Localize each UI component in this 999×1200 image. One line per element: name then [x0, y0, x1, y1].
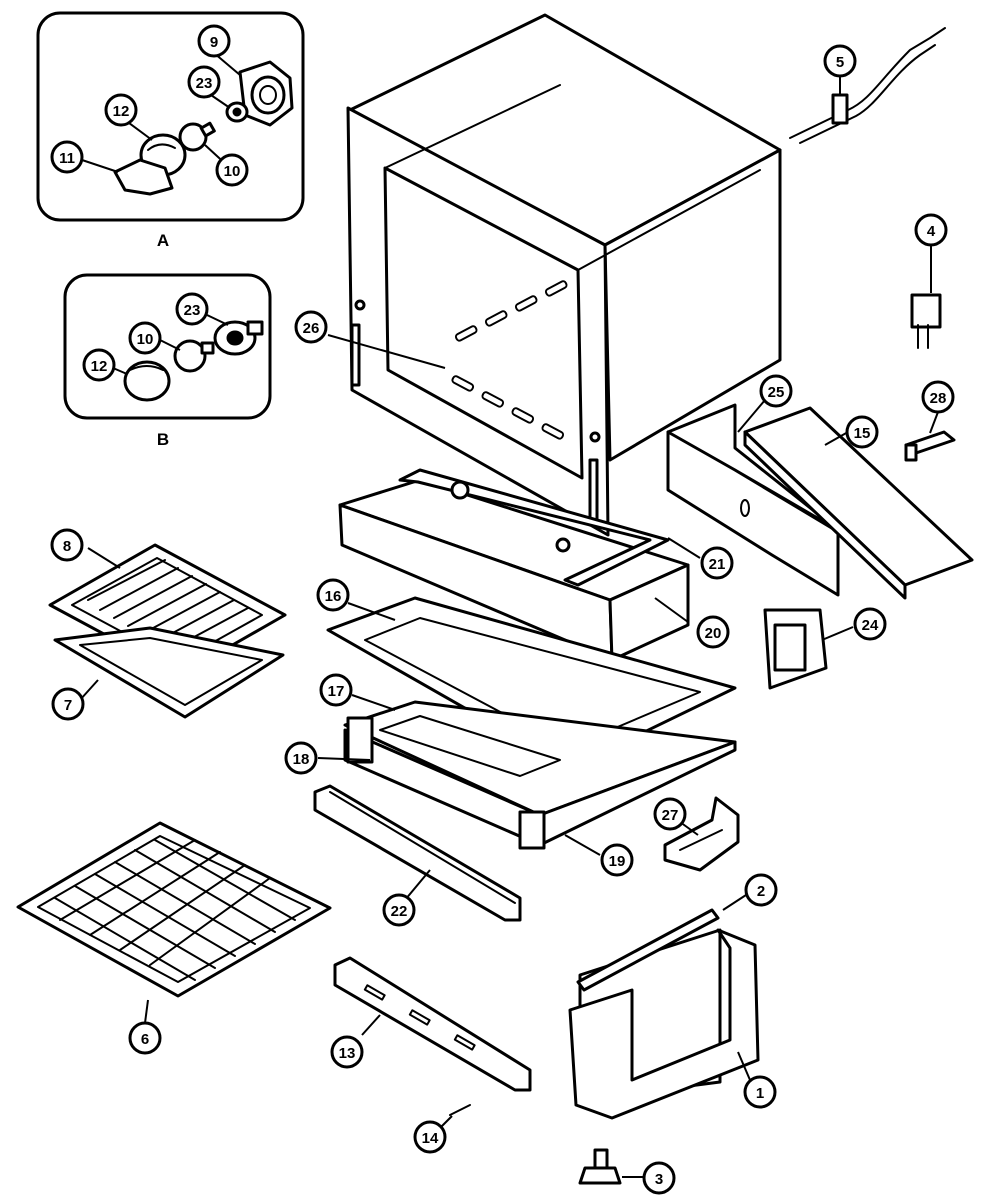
- svg-text:15: 15: [854, 425, 871, 442]
- drawer-slide: [333, 956, 532, 1092]
- callout-14[interactable]: 14: [413, 1120, 447, 1154]
- callout-11[interactable]: 11: [50, 140, 84, 174]
- oven-rack: [16, 821, 332, 1024]
- svg-text:3: 3: [655, 1171, 663, 1188]
- lamp-socket-a: [225, 101, 249, 123]
- bottom-bracket: [398, 468, 701, 587]
- light-bulb-b: [173, 339, 215, 373]
- oven-sensor: [789, 27, 946, 144]
- callout-6[interactable]: 6: [128, 1021, 162, 1055]
- svg-text:21: 21: [709, 556, 726, 573]
- callout-7[interactable]: 7: [51, 687, 85, 721]
- svg-text:16: 16: [325, 588, 342, 605]
- svg-text:17: 17: [328, 683, 345, 700]
- callout-5[interactable]: 5: [823, 44, 857, 78]
- callout-22[interactable]: 22: [382, 893, 416, 927]
- svg-text:7: 7: [64, 697, 72, 714]
- callout-24[interactable]: 24: [853, 607, 887, 641]
- callout-8[interactable]: 8: [50, 528, 84, 562]
- svg-text:13: 13: [339, 1045, 356, 1062]
- rear-frame: [568, 928, 760, 1120]
- callout-3[interactable]: 3: [642, 1161, 676, 1195]
- callout-15[interactable]: 15: [845, 415, 879, 449]
- svg-text:27: 27: [662, 807, 679, 824]
- light-bulb-a: [178, 121, 216, 152]
- corner-bracket: [663, 796, 740, 872]
- lamp-lens-b: [123, 360, 171, 402]
- inset-b: B: [63, 273, 272, 449]
- callout-13[interactable]: 13: [330, 1035, 364, 1069]
- inset-a-label: A: [157, 231, 169, 250]
- svg-text:23: 23: [184, 302, 201, 319]
- svg-text:12: 12: [91, 358, 108, 375]
- svg-text:23: 23: [196, 75, 213, 92]
- broiler-drawer-assembly: [317, 694, 737, 856]
- callout-23-a[interactable]: 23: [187, 65, 221, 99]
- callout-23-b[interactable]: 23: [175, 292, 209, 326]
- svg-text:6: 6: [141, 1031, 149, 1048]
- svg-text:11: 11: [59, 150, 75, 167]
- callout-28[interactable]: 28: [921, 380, 955, 414]
- svg-text:12: 12: [113, 103, 130, 120]
- svg-text:5: 5: [836, 54, 844, 71]
- callout-4[interactable]: 4: [914, 213, 948, 247]
- support-rail: [576, 894, 747, 992]
- svg-text:26: 26: [303, 320, 320, 337]
- callout-20[interactable]: 20: [696, 615, 730, 649]
- callout-9[interactable]: 9: [197, 24, 231, 58]
- svg-text:24: 24: [862, 617, 879, 634]
- callout-18[interactable]: 18: [284, 741, 318, 775]
- callout-10-b[interactable]: 10: [128, 321, 162, 355]
- callout-16[interactable]: 16: [316, 578, 350, 612]
- svg-text:1: 1: [756, 1085, 764, 1102]
- bracket-clip: [763, 608, 854, 690]
- wire-connector: [910, 245, 942, 349]
- svg-text:22: 22: [391, 903, 408, 920]
- callout-27[interactable]: 27: [653, 797, 687, 831]
- terminal-block: [904, 411, 956, 462]
- svg-text:4: 4: [927, 223, 936, 240]
- svg-text:28: 28: [930, 390, 947, 407]
- callout-10-a[interactable]: 10: [215, 153, 249, 187]
- callout-21[interactable]: 21: [700, 546, 734, 580]
- lens-gasket: [113, 158, 174, 196]
- broiler-pan: [53, 626, 285, 719]
- oven-cavity: [327, 13, 782, 537]
- screw: [439, 1104, 471, 1129]
- svg-text:19: 19: [609, 853, 626, 870]
- inset-b-frame: [63, 273, 272, 420]
- rear-panel: [743, 406, 974, 600]
- callouts: 1 2 3 4 5 6 7 8 9 10 10 11 12 12 13 14 1…: [50, 24, 955, 1195]
- svg-text:9: 9: [210, 34, 218, 51]
- svg-text:8: 8: [63, 538, 71, 555]
- lamp-socket-b: [213, 320, 264, 356]
- callout-12-b[interactable]: 12: [82, 348, 116, 382]
- callout-12-a[interactable]: 12: [104, 93, 138, 127]
- callout-26[interactable]: 26: [294, 310, 328, 344]
- callout-2[interactable]: 2: [744, 873, 778, 907]
- callout-1[interactable]: 1: [743, 1075, 777, 1109]
- svg-text:18: 18: [293, 751, 310, 768]
- callout-19[interactable]: 19: [600, 843, 634, 877]
- svg-text:10: 10: [224, 163, 241, 180]
- leveling-leg: [578, 1148, 643, 1185]
- svg-text:10: 10: [137, 331, 154, 348]
- inset-a: A: [36, 11, 305, 250]
- control-bracket: [666, 399, 840, 597]
- svg-text:14: 14: [422, 1130, 439, 1147]
- callout-25[interactable]: 25: [759, 374, 793, 408]
- inset-b-label: B: [157, 430, 169, 449]
- svg-text:25: 25: [768, 384, 785, 401]
- kick-plate: [313, 784, 522, 922]
- callout-17[interactable]: 17: [319, 673, 353, 707]
- svg-text:20: 20: [705, 625, 722, 642]
- svg-text:2: 2: [757, 883, 765, 900]
